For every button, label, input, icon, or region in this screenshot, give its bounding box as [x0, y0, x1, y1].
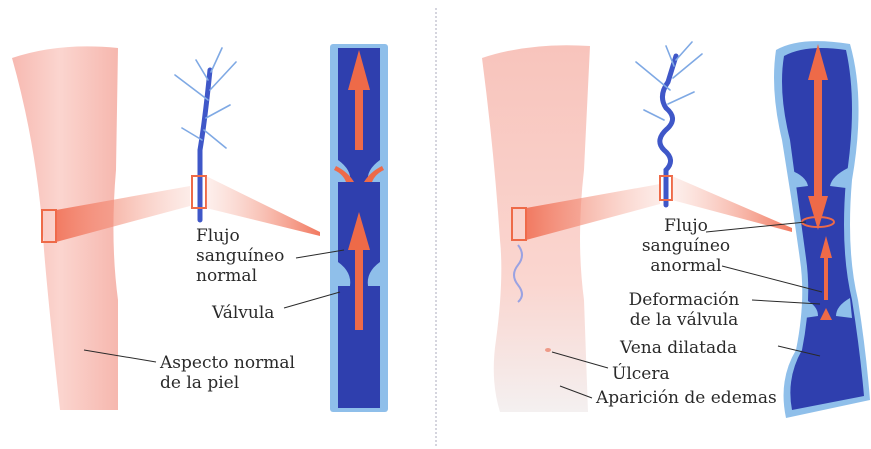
vein-tree-icon-2 [636, 42, 702, 205]
valve-deformation-label: Deformación de la válvula [618, 290, 750, 330]
flow-label-abnormal: Flujo sanguíneo anormal [636, 216, 736, 276]
flow-label-2-line-1: Flujo [636, 216, 736, 236]
valve-label-2-line-1: Deformación [618, 290, 750, 310]
flow-label-normal: Flujo sanguíneo normal [196, 226, 284, 286]
flow-label-2-line-2: sanguíneo [636, 236, 736, 256]
flow-label-2-line-3: anormal [636, 256, 736, 276]
flow-label-line-2: sanguíneo [196, 246, 284, 266]
edema-label: Aparición de edemas [596, 388, 777, 408]
flow-label-line-3: normal [196, 266, 284, 286]
skin-label: Aspecto normal de la piel [160, 353, 295, 393]
ulcer-label: Úlcera [612, 364, 670, 384]
valve-label-2-line-2: de la válvula [618, 310, 750, 330]
skin-label-line-2: de la piel [160, 373, 295, 393]
valve-label: Válvula [212, 303, 274, 323]
dilated-vein-label: Vena dilatada [620, 338, 737, 358]
ulcer-spot [545, 348, 551, 352]
flow-label-line-1: Flujo [196, 226, 284, 246]
skin-label-line-1: Aspecto normal [160, 353, 295, 373]
